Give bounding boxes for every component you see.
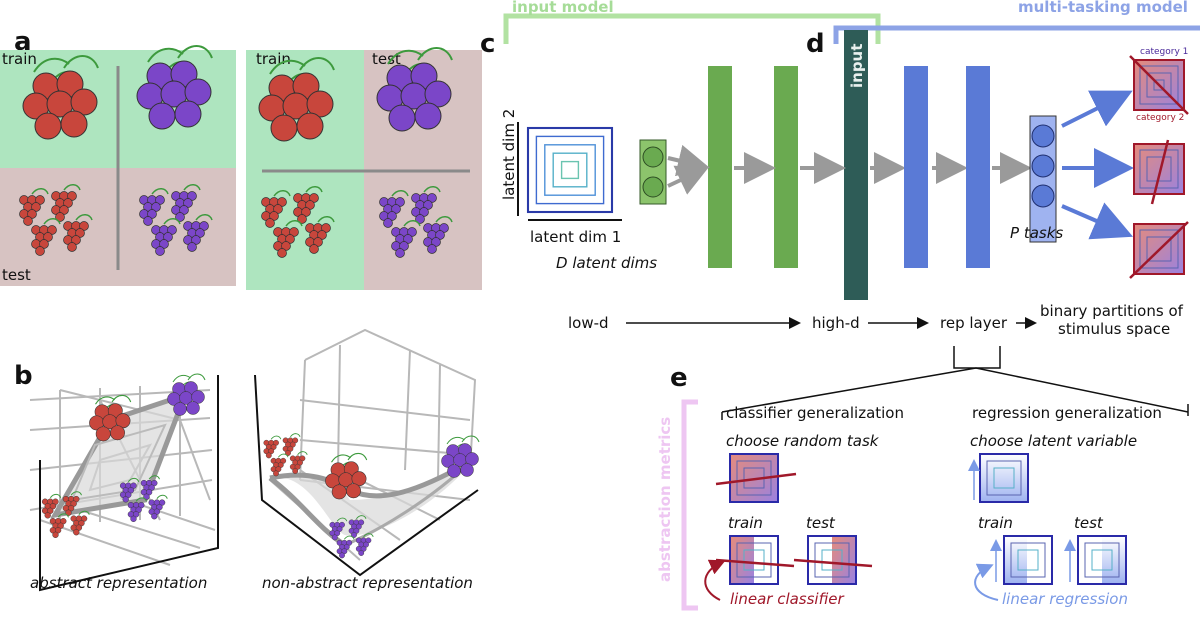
rep-connector bbox=[953, 346, 1001, 369]
category-2-label: category 2 bbox=[1136, 113, 1184, 123]
regression-curve-arrow bbox=[974, 563, 999, 601]
panel-b: b abstract representation bbox=[14, 328, 480, 592]
regression-test-label: test bbox=[1074, 514, 1104, 532]
regression-generalization-label: regression generalization bbox=[972, 404, 1162, 422]
test-quadrant bbox=[0, 168, 118, 286]
panel-d: d P tasks category 1 category 2 bbox=[806, 29, 1189, 279]
multitask-bracket: multi-tasking model bbox=[833, 0, 1200, 44]
d-latent-dims-label: D latent dims bbox=[556, 254, 657, 272]
panel-letter-e: e bbox=[670, 363, 688, 393]
panel-a: a train test train test bbox=[0, 27, 482, 290]
nonabstract-label: non-abstract representation bbox=[262, 574, 473, 592]
label-train: train bbox=[2, 50, 37, 68]
task-unit bbox=[1031, 124, 1055, 148]
blue-hidden-layer-1 bbox=[904, 66, 928, 268]
binary-partitions-line1: binary partitions of bbox=[1040, 302, 1184, 320]
panel-letter-c: c bbox=[480, 29, 495, 59]
axes bbox=[39, 375, 219, 592]
abstract-label: abstract representation bbox=[30, 574, 207, 592]
regression-latent-square bbox=[968, 453, 1029, 503]
linear-classifier-label: linear classifier bbox=[730, 590, 845, 608]
classifier-test-square bbox=[793, 535, 873, 585]
panel-c: c latent dim 2 latent dim 1 D latent dim… bbox=[480, 29, 1032, 300]
low-d-label: low-d bbox=[568, 314, 609, 332]
purple-grapes bbox=[441, 435, 480, 478]
linear-regression-label: linear regression bbox=[1002, 590, 1128, 608]
abstract-manifold bbox=[50, 390, 190, 519]
latent-dim-1-label: latent dim 1 bbox=[530, 228, 621, 246]
p-tasks-label: P tasks bbox=[1010, 224, 1063, 242]
label-train: train bbox=[256, 50, 291, 68]
axes bbox=[254, 374, 479, 577]
task-square-1: category 1 category 2 bbox=[1129, 47, 1189, 123]
latent-dim-2-label: latent dim 2 bbox=[500, 109, 518, 200]
low-d-unit bbox=[642, 146, 664, 168]
connector-left bbox=[721, 367, 977, 413]
classifier-test-label: test bbox=[806, 514, 836, 532]
task-square-2 bbox=[1133, 139, 1185, 205]
choose-random-task-label: choose random task bbox=[726, 432, 880, 450]
choose-latent-variable-label: choose latent variable bbox=[970, 432, 1137, 450]
category-1-label: category 1 bbox=[1140, 47, 1188, 57]
input-layer bbox=[844, 30, 868, 300]
multitask-label: multi-tasking model bbox=[1018, 0, 1188, 16]
classifier-train-label: train bbox=[728, 514, 763, 532]
latent-space-square bbox=[526, 126, 614, 214]
flow-row: low-d high-d rep layer binary partitions… bbox=[568, 302, 1184, 338]
classifier-train-square bbox=[715, 535, 795, 585]
regression-train-square bbox=[990, 535, 1053, 585]
panel-letter-a: a bbox=[14, 27, 32, 57]
blue-rep-layer bbox=[966, 66, 990, 268]
abstraction-metrics-label: abstraction metrics bbox=[656, 417, 674, 582]
panel-e: e abstraction metrics classifier general… bbox=[656, 346, 1189, 611]
green-hidden-layer-2 bbox=[774, 66, 798, 268]
task-unit bbox=[1031, 154, 1055, 178]
label-test: test bbox=[2, 266, 31, 284]
low-d-unit bbox=[642, 176, 664, 198]
rep-layer-label: rep layer bbox=[940, 314, 1008, 332]
regression-train-label: train bbox=[978, 514, 1013, 532]
forward-arrows bbox=[667, 144, 1032, 195]
connector-right bbox=[975, 367, 1189, 413]
task-unit bbox=[1031, 184, 1055, 208]
nonabstract-manifold bbox=[268, 459, 472, 548]
task-arrows bbox=[1061, 90, 1134, 240]
panel-letter-d: d bbox=[806, 29, 825, 59]
classifier-task-square bbox=[715, 453, 797, 503]
test-quadrant bbox=[118, 168, 236, 286]
classifier-curve-arrow bbox=[704, 559, 726, 601]
input-layer-label: input bbox=[848, 44, 866, 88]
input-model-label: input model bbox=[512, 0, 614, 16]
classifier-generalization-label: classifier generalization bbox=[726, 404, 904, 422]
binary-partitions-line2: stimulus space bbox=[1058, 320, 1170, 338]
task-square-3 bbox=[1129, 221, 1189, 279]
panel-letter-b: b bbox=[14, 361, 33, 391]
label-test: test bbox=[372, 50, 401, 68]
green-hidden-layer-1 bbox=[708, 66, 732, 268]
regression-test-square bbox=[1064, 535, 1127, 585]
abstraction-metrics-bracket bbox=[681, 399, 698, 611]
high-d-label: high-d bbox=[812, 314, 860, 332]
